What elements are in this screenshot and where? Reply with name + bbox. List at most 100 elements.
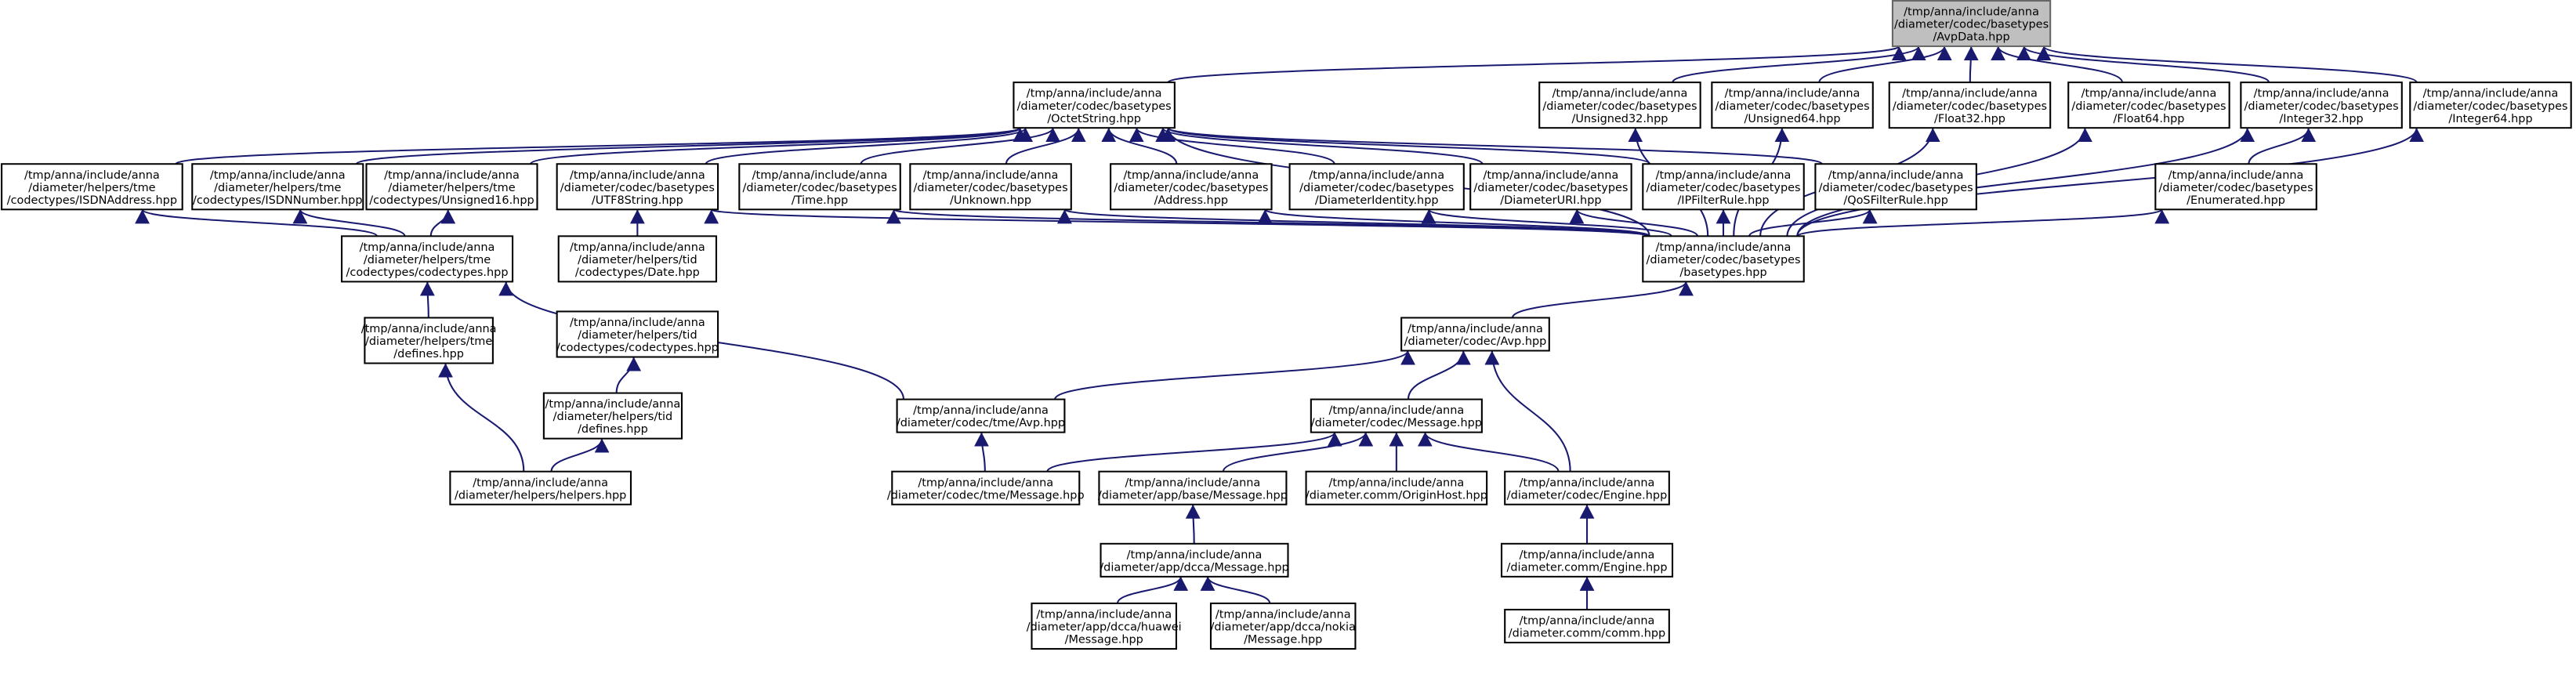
node-label-line: /tmp/anna/include/anna (913, 404, 1049, 417)
node-tmedefines[interactable]: /tmp/anna/include/anna/diameter/helpers/… (361, 317, 497, 364)
node-qosfilterrule[interactable]: /tmp/anna/include/anna/diameter/codec/ba… (1814, 163, 1977, 211)
node-label-line: /tmp/anna/include/anna (2081, 88, 2217, 100)
node-avp[interactable]: /tmp/anna/include/anna/diameter/codec/Av… (1400, 317, 1550, 352)
node-label-line: /diameter/codec/basetypes (1542, 100, 1697, 113)
node-label-line: /diameter/codec/basetypes (1819, 182, 1973, 194)
node-integer32[interactable]: /tmp/anna/include/anna/diameter/codec/ba… (2240, 82, 2403, 129)
node-unknown[interactable]: /tmp/anna/include/anna/diameter/codec/ba… (909, 163, 1072, 211)
edge-float64-to-avpdata (1991, 45, 2124, 83)
node-label-line: /diameter/codec/basetypes (1893, 100, 2047, 113)
node-label-line: /DiameterURI.hpp (1500, 194, 1601, 207)
edge-basetypes-to-diameteridentity (1421, 208, 1672, 237)
node-address[interactable]: /tmp/anna/include/anna/diameter/codec/ba… (1110, 163, 1273, 211)
node-box (2240, 82, 2403, 129)
node-label-line: /diameter/codec/basetypes (1299, 182, 1454, 194)
edge-ipfilterrule-to-octetstring (1161, 127, 1650, 165)
node-huawei[interactable]: /tmp/anna/include/anna/diameter/app/dcca… (1027, 602, 1182, 650)
node-utf8string[interactable]: /tmp/anna/include/anna/diameter/codec/ba… (556, 163, 719, 211)
node-enumerated[interactable]: /tmp/anna/include/anna/diameter/codec/ba… (2154, 163, 2317, 211)
node-label-line: /tmp/anna/include/anna (1552, 88, 1688, 100)
node-diameteridentity[interactable]: /tmp/anna/include/anna/diameter/codec/ba… (1288, 163, 1465, 211)
node-engine[interactable]: /tmp/anna/include/anna/diameter/codec/En… (1504, 470, 1670, 505)
node-label-line: /Unsigned32.hpp (1571, 113, 1668, 125)
node-dccamessage[interactable]: /tmp/anna/include/anna/diameter/app/dcca… (1100, 542, 1289, 578)
edge-enumerated-to-integer32 (2248, 127, 2317, 165)
node-float64[interactable]: /tmp/anna/include/anna/diameter/codec/ba… (2067, 82, 2230, 129)
node-unsigned16[interactable]: /tmp/anna/include/anna/diameter/helpers/… (365, 163, 538, 211)
node-appbasemessage[interactable]: /tmp/anna/include/anna/diameter/app/base… (1098, 470, 1288, 505)
node-integer64[interactable]: /tmp/anna/include/anna/diameter/codec/ba… (2409, 82, 2572, 129)
node-basetypes[interactable]: /tmp/anna/include/anna/diameter/codec/ba… (1642, 235, 1805, 283)
node-label-line: /diameter/codec/basetypes (1017, 100, 1172, 113)
node-box (557, 235, 718, 283)
node-box (1891, 0, 2052, 48)
edge-tmemessage-to-tmeavp (974, 432, 989, 472)
node-label-line: /Unknown.hpp (950, 194, 1031, 207)
edge-tiddefines-to-tidcodectypes (615, 357, 642, 393)
node-label-line: /diameter/app/base/Message.hpp (1098, 490, 1288, 502)
node-box (449, 470, 632, 505)
node-tmemessage[interactable]: /tmp/anna/include/anna/diameter/codec/tm… (887, 470, 1085, 505)
node-label-line: /tmp/anna/include/anna (545, 398, 681, 411)
node-label-line: /diameter/codec/basetypes (1473, 182, 1628, 194)
node-label-line: /tmp/anna/include/anna (1904, 6, 2039, 19)
node-label-line: /diameter/codec/Engine.hpp (1507, 490, 1667, 502)
node-box (2409, 82, 2572, 129)
node-ipfilterrule[interactable]: /tmp/anna/include/anna/diameter/codec/ba… (1642, 163, 1805, 211)
node-label-line: /diameter/codec/basetypes (2244, 100, 2399, 113)
edge-helpers-to-tmedefines (438, 363, 525, 472)
edge-basetypes-to-integer64 (1796, 128, 2424, 237)
node-tiddate[interactable]: /tmp/anna/include/anna/diameter/helpers/… (557, 235, 718, 283)
node-comm[interactable]: /tmp/anna/include/anna/diameter.comm/com… (1504, 608, 1670, 643)
node-tiddefines[interactable]: /tmp/anna/include/anna/diameter/helpers/… (542, 392, 683, 440)
node-label-line: /tmp/anna/include/anna (1408, 323, 1543, 335)
node-box (1100, 542, 1289, 578)
node-box (2067, 82, 2230, 129)
node-avpdata[interactable]: /tmp/anna/include/anna/diameter/codec/ba… (1891, 0, 2052, 48)
node-box (1642, 163, 1805, 211)
node-label-line: /diameter/app/dcca/Message.hpp (1100, 562, 1288, 574)
node-octetstring[interactable]: /tmp/anna/include/anna/diameter/codec/ba… (1013, 82, 1176, 129)
node-label-line: /diameter/helpers/tme (388, 182, 515, 194)
edges (135, 45, 2424, 610)
edge-helpers-to-tiddefines (550, 438, 610, 472)
node-commengine[interactable]: /tmp/anna/include/anna/diameter.comm/Eng… (1500, 542, 1674, 578)
node-tidcodectypes[interactable]: /tmp/anna/include/anna/diameter/helpers/… (556, 310, 719, 358)
edge-diameteruri-to-octetstring (1155, 127, 1484, 165)
node-tmeavp[interactable]: /tmp/anna/include/anna/diameter/codec/tm… (896, 398, 1066, 433)
edge-tmedefines-to-tmecodectypes (419, 281, 435, 318)
node-box (191, 163, 364, 211)
edge-engine-to-avp (1484, 350, 1571, 472)
node-isdnnumber[interactable]: /tmp/anna/include/anna/diameter/helpers/… (191, 163, 364, 211)
node-diameteruri[interactable]: /tmp/anna/include/anna/diameter/codec/ba… (1469, 163, 1632, 211)
node-time[interactable]: /tmp/anna/include/anna/diameter/codec/ba… (738, 163, 901, 211)
node-unsigned32[interactable]: /tmp/anna/include/anna/diameter/codec/ba… (1538, 82, 1701, 129)
node-label-line: /tmp/anna/include/anna (2168, 169, 2304, 182)
node-label-line: /basetypes.hpp (1679, 266, 1766, 279)
node-originhost[interactable]: /tmp/anna/include/anna/diameter.comm/Ori… (1305, 470, 1488, 505)
edge-basetypes-to-diameteruri (1569, 208, 1699, 237)
node-box (738, 163, 901, 211)
node-label-line: /codectypes/Unsigned16.hpp (369, 194, 534, 207)
node-label-line: /Integer64.hpp (2448, 113, 2532, 125)
node-label-line: /tmp/anna/include/anna (1520, 477, 1655, 490)
node-unsigned64[interactable]: /tmp/anna/include/anna/diameter/codec/ba… (1711, 82, 1874, 129)
node-float32[interactable]: /tmp/anna/include/anna/diameter/codec/ba… (1888, 82, 2052, 129)
node-label-line: /tmp/anna/include/anna (570, 241, 705, 254)
node-label-line: /Message.hpp (1065, 634, 1143, 647)
edge-unsigned32-to-avpdata (1672, 45, 1926, 83)
node-isdnaddress[interactable]: /tmp/anna/include/anna/diameter/helpers/… (1, 163, 183, 211)
node-label-line: /tmp/anna/include/anna (1127, 549, 1263, 562)
node-label-line: /tmp/anna/include/anna (1828, 169, 1964, 182)
node-label-line: /tmp/anna/include/anna (918, 477, 1053, 490)
node-label-line: /diameter/codec/basetypes (2413, 100, 2567, 113)
node-tmecodectypes[interactable]: /tmp/anna/include/anna/diameter/helpers/… (340, 235, 514, 283)
node-helpers[interactable]: /tmp/anna/include/anna/diameter/helpers/… (449, 470, 632, 505)
node-message[interactable]: /tmp/anna/include/anna/diameter/codec/Me… (1310, 398, 1483, 433)
node-box (1310, 398, 1483, 433)
node-label-line: /codectypes/codectypes.hpp (556, 342, 719, 354)
node-nokia[interactable]: /tmp/anna/include/anna/diameter/app/dcca… (1209, 602, 1357, 650)
node-label-line: /DiameterIdentity.hpp (1315, 194, 1439, 207)
node-label-line: /diameter/helpers/tme (28, 182, 155, 194)
node-label-line: /tmp/anna/include/anna (752, 169, 888, 182)
